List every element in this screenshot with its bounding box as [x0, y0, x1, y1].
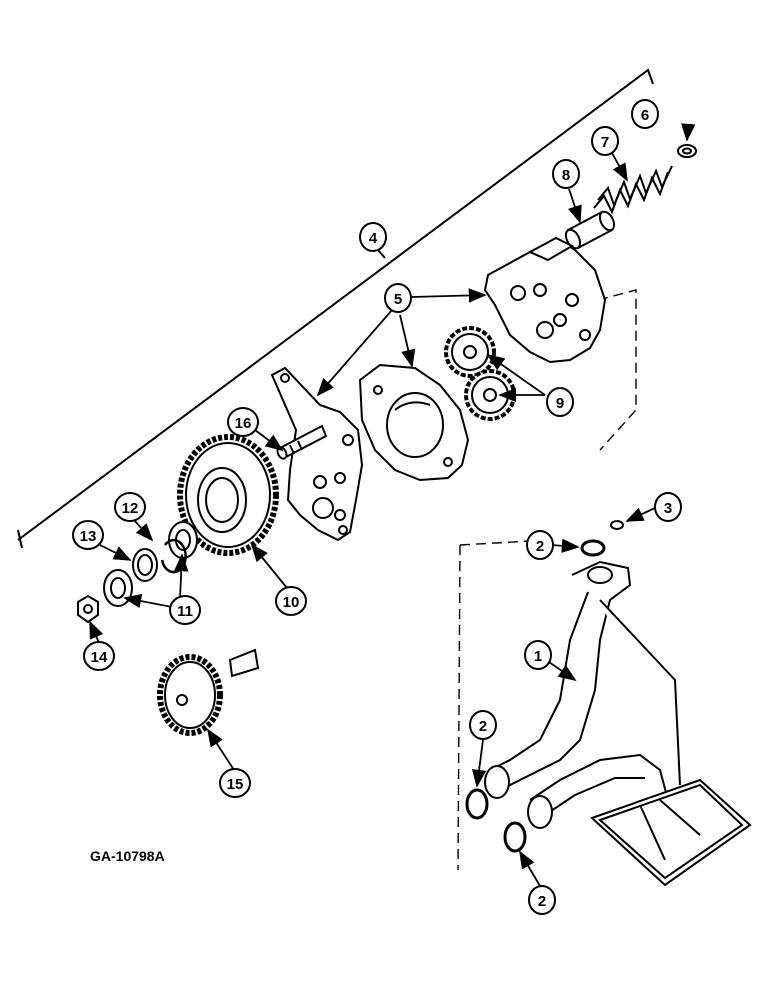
- svg-text:4: 4: [369, 230, 378, 247]
- washer-part: [132, 548, 158, 582]
- pump-gears-part: [444, 326, 516, 421]
- svg-text:14: 14: [91, 649, 108, 666]
- small-oring-part: [610, 520, 624, 530]
- idler-gear-part: [157, 648, 260, 736]
- svg-text:9: 9: [556, 395, 564, 412]
- pump-cover-part: [483, 236, 607, 364]
- callout-9: 9: [546, 387, 574, 417]
- callout-14: 14: [83, 641, 115, 671]
- svg-text:6: 6: [641, 107, 649, 124]
- svg-text:2: 2: [536, 538, 544, 555]
- callout-13: 13: [72, 520, 104, 550]
- callout-2-bottom: 2: [528, 885, 556, 915]
- plunger-part: [564, 210, 616, 250]
- svg-text:12: 12: [122, 500, 139, 517]
- callout-6: 6: [631, 99, 659, 129]
- svg-text:8: 8: [562, 167, 570, 184]
- assembly-bracket: [17, 68, 654, 549]
- nut-part: [77, 594, 99, 624]
- svg-text:11: 11: [177, 603, 193, 620]
- svg-text:2: 2: [538, 893, 546, 910]
- callout-8: 8: [552, 159, 580, 189]
- svg-text:16: 16: [235, 415, 252, 432]
- spring-part: [593, 165, 673, 215]
- callout-11: 11: [169, 595, 201, 625]
- snap-ring-part: [677, 144, 697, 158]
- pump-body-part: [358, 363, 470, 482]
- pump-housing-part: [270, 366, 364, 542]
- callout-1: 1: [524, 640, 552, 670]
- svg-text:1: 1: [534, 648, 542, 665]
- oring-parts: [465, 539, 606, 853]
- svg-text:5: 5: [394, 291, 402, 308]
- svg-text:15: 15: [227, 776, 244, 793]
- callout-7: 7: [591, 126, 619, 156]
- figure-id-label: GA-10798A: [90, 848, 165, 864]
- svg-text:13: 13: [80, 528, 97, 545]
- callout-16: 16: [227, 407, 259, 437]
- callout-15: 15: [219, 768, 251, 798]
- drive-gear-part: [177, 434, 279, 556]
- callout-5: 5: [384, 283, 412, 313]
- callout-3: 3: [654, 492, 682, 522]
- leader-lines: [89, 123, 696, 887]
- svg-text:2: 2: [479, 718, 487, 735]
- callout-10: 10: [275, 586, 307, 616]
- svg-text:3: 3: [664, 500, 672, 517]
- svg-text:7: 7: [601, 134, 609, 151]
- callout-4: 4: [359, 222, 387, 252]
- oil-pickup-tube-part: [484, 560, 752, 887]
- callout-12: 12: [114, 492, 146, 522]
- svg-text:10: 10: [283, 594, 300, 611]
- callout-2-left: 2: [469, 710, 497, 740]
- callout-2-top: 2: [526, 530, 554, 560]
